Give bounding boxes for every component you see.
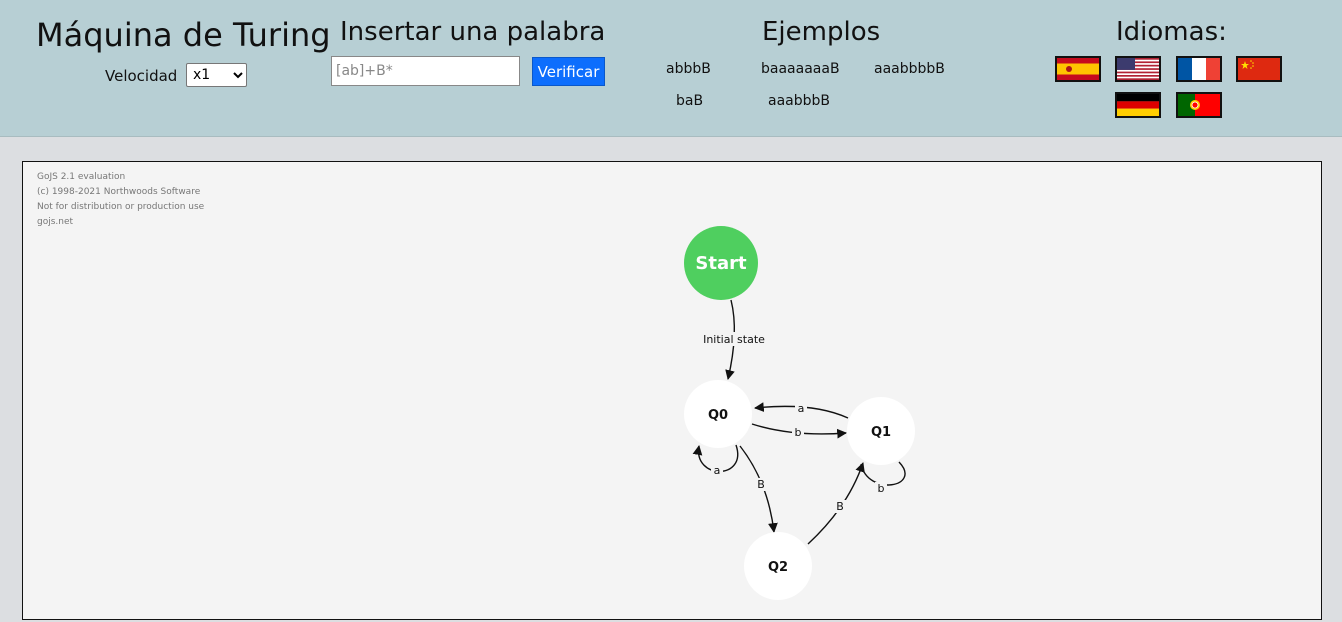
watermark-line-3: Not for distribution or production use: [37, 202, 205, 212]
header-bar: Máquina de Turing Velocidad x1 Insertar …: [0, 0, 1342, 137]
example-word-2[interactable]: baaaaaaaB: [761, 61, 840, 77]
state-diagram: Initial state a b a b B B Start Q0 Q1: [684, 226, 915, 600]
france-flag-icon[interactable]: [1176, 56, 1222, 82]
verify-button[interactable]: Verificar: [532, 57, 605, 86]
watermark-line-1: GoJS 2.1 evaluation: [37, 172, 126, 182]
examples-title: Ejemplos: [762, 17, 881, 47]
languages-title: Idiomas:: [1116, 17, 1227, 47]
spain-flag-icon[interactable]: [1055, 56, 1101, 82]
speed-label: Velocidad: [105, 67, 178, 85]
app-title: Máquina de Turing: [36, 16, 331, 54]
insert-word-title: Insertar una palabra: [340, 17, 606, 47]
label-q0-self: a: [714, 464, 721, 477]
label-initial: Initial state: [703, 333, 765, 346]
state-q2-label: Q2: [768, 560, 788, 575]
node-q0[interactable]: Q0: [684, 380, 752, 448]
label-q1-q0: a: [798, 402, 805, 415]
node-start[interactable]: Start: [684, 226, 758, 300]
word-input[interactable]: [331, 56, 520, 86]
speed-select[interactable]: x1: [186, 63, 247, 87]
node-q2[interactable]: Q2: [744, 532, 812, 600]
example-word-3[interactable]: aaabbbbB: [874, 61, 945, 77]
start-label: Start: [695, 253, 747, 274]
label-q2-q1: B: [836, 500, 844, 513]
node-q1[interactable]: Q1: [847, 397, 915, 465]
watermark-line-2: (c) 1998-2021 Northwoods Software: [37, 187, 201, 197]
usa-flag-icon[interactable]: [1115, 56, 1161, 82]
china-flag-icon[interactable]: [1236, 56, 1282, 82]
germany-flag-icon[interactable]: [1115, 92, 1161, 118]
watermark-line-4: gojs.net: [37, 217, 74, 227]
state-q1-label: Q1: [871, 425, 891, 440]
example-word-1[interactable]: abbbB: [666, 61, 711, 77]
state-q0-label: Q0: [708, 408, 728, 423]
edge-q1-self: [860, 461, 906, 486]
portugal-flag-icon[interactable]: [1176, 92, 1222, 118]
example-word-4[interactable]: baB: [676, 93, 704, 109]
label-q0-q1: b: [795, 426, 802, 439]
label-q0-q2: B: [757, 478, 765, 491]
example-word-5[interactable]: aaabbbB: [768, 93, 831, 109]
label-q1-self: b: [878, 482, 885, 495]
diagram-canvas[interactable]: GoJS 2.1 evaluation (c) 1998-2021 Northw…: [22, 161, 1322, 620]
edge-q1-q0: [754, 402, 849, 419]
